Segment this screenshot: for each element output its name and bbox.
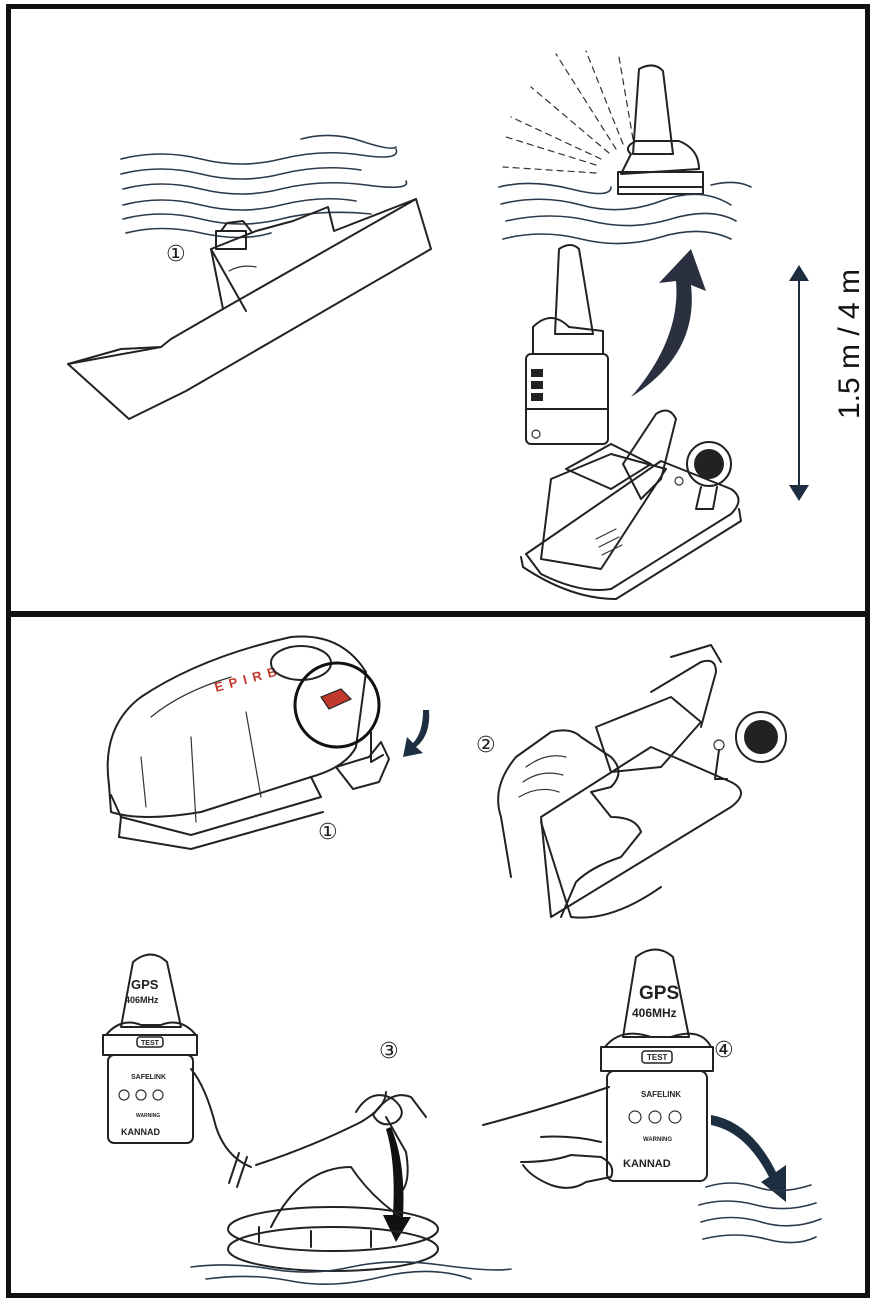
depth-measurement-arrow bbox=[789, 265, 809, 501]
beacon-housing-icon: EPIRB bbox=[108, 636, 389, 849]
step-1-marker-top: ① bbox=[166, 242, 186, 267]
hand-release-bracket-icon bbox=[541, 645, 786, 918]
panel-float-free-release: ① bbox=[6, 4, 870, 616]
depth-measurement-label: 1.5 m / 4 m bbox=[833, 269, 865, 419]
sea-waves-raft bbox=[191, 1262, 511, 1284]
product-label-step-3: SAFELINK bbox=[131, 1074, 166, 1081]
step-4-marker: ④ bbox=[714, 1038, 734, 1063]
frequency-label-step-3: 406MHz bbox=[125, 995, 159, 1005]
manufacturer-label-step-3: KANNAD bbox=[121, 1127, 160, 1137]
hand-holding-icon bbox=[521, 1137, 612, 1188]
step-3-marker: ③ bbox=[379, 1039, 399, 1064]
pull-down-arrow-icon bbox=[403, 710, 429, 757]
beacon-step-3-icon: GPS 406MHz TEST SAFELINK WARNING KANNAD bbox=[103, 955, 197, 1144]
hand-icon bbox=[498, 730, 641, 917]
step-1-marker-bottom: ① bbox=[318, 820, 338, 845]
warning-label-step-4: WARNING bbox=[643, 1137, 672, 1143]
test-label-step-4: TEST bbox=[647, 1053, 668, 1062]
drop-arrow-icon bbox=[711, 1115, 786, 1202]
sea-waves-left bbox=[121, 135, 407, 237]
released-beacon-icon bbox=[526, 245, 608, 444]
sinking-ship-icon bbox=[68, 199, 431, 419]
housing-brand-text: EPIRB bbox=[213, 662, 284, 695]
warning-label-step-3: WARNING bbox=[136, 1113, 160, 1119]
float-free-beacon-icon bbox=[503, 51, 703, 194]
manufacturer-label-step-4: KANNAD bbox=[623, 1158, 671, 1170]
gps-label-step-4: GPS bbox=[639, 983, 679, 1004]
float-up-arrow-icon bbox=[631, 249, 706, 397]
frequency-label-step-4: 406MHz bbox=[632, 1006, 677, 1020]
lanyard-line-icon bbox=[191, 1069, 386, 1187]
lanyard-line-step-4 bbox=[483, 1087, 609, 1125]
step-2-marker: ② bbox=[476, 733, 496, 758]
release-bracket-icon bbox=[521, 410, 741, 599]
product-label-step-4: SAFELINK bbox=[641, 1090, 681, 1099]
gps-label-step-3: GPS bbox=[131, 977, 159, 992]
test-label-step-3: TEST bbox=[141, 1040, 160, 1047]
signal-rays bbox=[503, 51, 633, 173]
sea-waves-right bbox=[499, 182, 751, 243]
manual-release-illustration: EPIRB ① ② bbox=[11, 617, 865, 1293]
float-free-illustration: ① bbox=[11, 9, 865, 611]
attach-arrow-icon bbox=[383, 1127, 411, 1242]
release-pin-icon bbox=[321, 689, 351, 709]
beacon-step-4-icon: GPS 406MHz TEST SAFELINK WARNING KANNAD bbox=[601, 950, 713, 1182]
sea-water-icon bbox=[699, 1183, 821, 1243]
panel-manual-release-steps: EPIRB ① ② bbox=[6, 612, 870, 1298]
